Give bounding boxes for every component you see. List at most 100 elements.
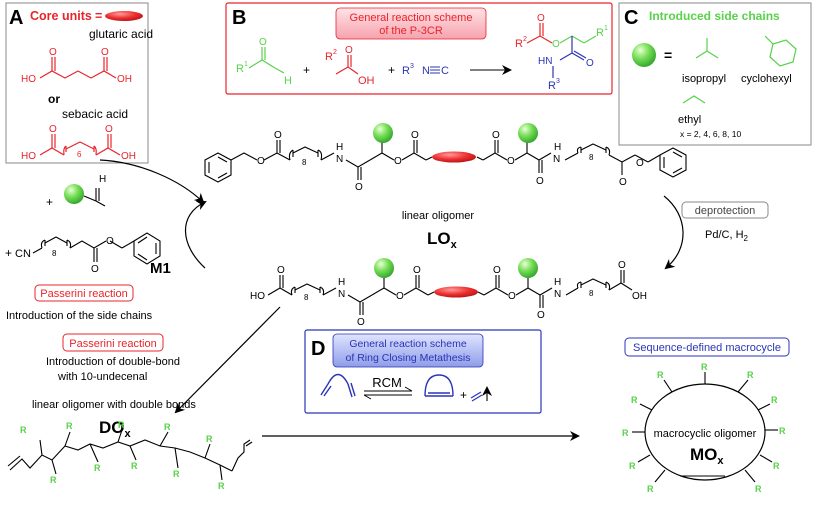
acid-structure	[335, 55, 359, 75]
lo-to-do-arrow	[174, 306, 281, 414]
lo2-h-left: H	[338, 277, 345, 288]
mo-macrocycle: Sequence-defined macrocycle R R R R R R …	[622, 337, 790, 494]
lo-o-2: O	[274, 130, 282, 141]
deprotection-step: deprotection Pd/C, H2	[663, 195, 769, 270]
mo-symbol-sub: x	[717, 455, 724, 467]
core-units-equals: =	[95, 9, 102, 23]
aldehyde-h: H	[284, 75, 292, 87]
mo-r-10: R	[647, 484, 654, 494]
passerini-1-title: Passerini reaction	[40, 288, 127, 300]
lo-side-chain-ball-1	[373, 123, 393, 143]
mo-inner-label: macrocyclic oligomer	[654, 428, 757, 440]
sebacic-oh: OH	[121, 151, 136, 162]
mo-r-7: R	[779, 426, 786, 436]
passerini-2-desc-2: with 10-undecenal	[57, 371, 147, 383]
deprotection-box	[681, 201, 769, 219]
linear-oligomer-deprotected: HO O 8 H N O O O O O O H N 8 O OH	[250, 258, 647, 328]
isocyanide-c: C	[441, 65, 449, 77]
panel-b-letter: B	[232, 7, 246, 29]
mo-r-4: R	[631, 395, 638, 405]
sebacic-subscript-6: 6	[77, 150, 82, 159]
do-r-4: R	[94, 463, 101, 473]
lo2-oh: OH	[632, 291, 647, 302]
panel-b: B General reaction scheme of the P-3CR R…	[225, 2, 613, 95]
panel-a: A Core units = glutaric acid O O HO OH o…	[5, 2, 153, 164]
panel-d-title-line1: General reaction scheme	[349, 338, 466, 350]
sebacic-acid-label: sebacic acid	[62, 107, 128, 121]
reagent-plus-2: +	[5, 246, 12, 260]
product-r2-sup: 2	[523, 36, 527, 43]
glutaric-ho: HO	[21, 74, 36, 85]
passerini-2-desc-1: Introduction of double-bond	[46, 356, 180, 368]
passerini-step-2: Passerini reaction Introduction of doubl…	[46, 333, 180, 383]
mo-r-6: R	[622, 428, 629, 438]
lo-h-right: H	[554, 142, 561, 153]
deprotection-label: deprotection	[695, 205, 756, 217]
passerini-1-box	[34, 284, 134, 302]
glutaric-o-right: O	[101, 47, 109, 58]
do-symbol-main: DO	[99, 418, 125, 437]
aldehyde-r1: R	[236, 63, 244, 75]
deprotection-reagent: Pd/C, H2	[705, 229, 749, 243]
product-o-ester: O	[552, 39, 560, 50]
panel-b-frame	[225, 2, 613, 95]
isopropyl-structure	[695, 38, 719, 59]
reagent-plus-1: +	[46, 195, 53, 209]
passerini-2-title: Passerini reaction	[69, 338, 156, 350]
m1-structure	[32, 232, 161, 265]
panel-c-letter: C	[624, 7, 638, 29]
passerini-2-box	[62, 333, 164, 352]
lo-o-10: O	[636, 158, 644, 169]
lo2-h-right: H	[554, 277, 561, 288]
aldehyde-r1-sup: 1	[244, 61, 248, 68]
sebacic-o-left: O	[49, 124, 57, 135]
passerini-1-desc: Introduction of the side chains	[6, 310, 153, 322]
lo2-n-right: N	[554, 289, 561, 300]
do-symbol-sub: x	[125, 428, 132, 440]
plus-2: +	[388, 63, 395, 77]
do-r-5: R	[118, 420, 125, 430]
isopropyl-label: isopropyl	[682, 73, 726, 85]
mo-branches	[632, 372, 778, 483]
m1-cn: CN	[15, 248, 31, 260]
product-r2: R	[515, 38, 523, 50]
m1-o-carbonyl: O	[91, 264, 99, 275]
side-chain-ball-icon	[632, 43, 656, 67]
do-r-1: R	[20, 425, 27, 435]
left-curved-arrow	[184, 200, 207, 269]
lo-o-6: O	[492, 130, 500, 141]
mo-symbol: MOx	[690, 445, 724, 467]
panel-a-letter: A	[9, 7, 23, 29]
sebacic-acid-structure	[39, 134, 121, 156]
lo-o-1: O	[257, 156, 265, 167]
lo-symbol: LOx	[427, 229, 458, 251]
mo-r-3: R	[747, 370, 754, 380]
lo-sub-8-left: 8	[302, 158, 307, 167]
do-chain	[7, 439, 253, 472]
mo-r-1: R	[701, 362, 708, 372]
product-r3-sup: 3	[556, 78, 560, 85]
ethylene-gas-icon	[470, 391, 483, 402]
product-o-amide: O	[586, 58, 594, 69]
mo-title-box	[624, 337, 790, 357]
panel-c-frame	[618, 2, 812, 146]
ethyl-label: ethyl	[678, 114, 701, 126]
mo-r-8: R	[629, 461, 636, 471]
mo-symbol-main: MO	[690, 445, 717, 464]
glutaric-o-left: O	[49, 47, 57, 58]
do-r-3: R	[66, 421, 73, 431]
mo-r-11: R	[755, 484, 762, 494]
cyclohexyl-label: cyclohexyl	[741, 73, 792, 85]
lo2-o-1: O	[277, 265, 285, 276]
lo-n-left: N	[336, 154, 343, 165]
isocyanide-r3: R	[402, 65, 410, 77]
ethyl-structure	[682, 95, 706, 104]
lo-n-right: N	[553, 154, 560, 165]
do-label: linear oligomer with double bonds	[32, 399, 196, 411]
mo-title: Sequence-defined macrocycle	[633, 342, 781, 354]
lo-label: linear oligomer	[402, 210, 474, 222]
linear-oligomer-protected: O O 8 H N O O O O O O H N 8 O O linear o…	[204, 123, 687, 251]
lo2-o-7: O	[537, 310, 545, 321]
lo2-o-3: O	[396, 291, 404, 302]
mo-r-9: R	[773, 461, 780, 471]
